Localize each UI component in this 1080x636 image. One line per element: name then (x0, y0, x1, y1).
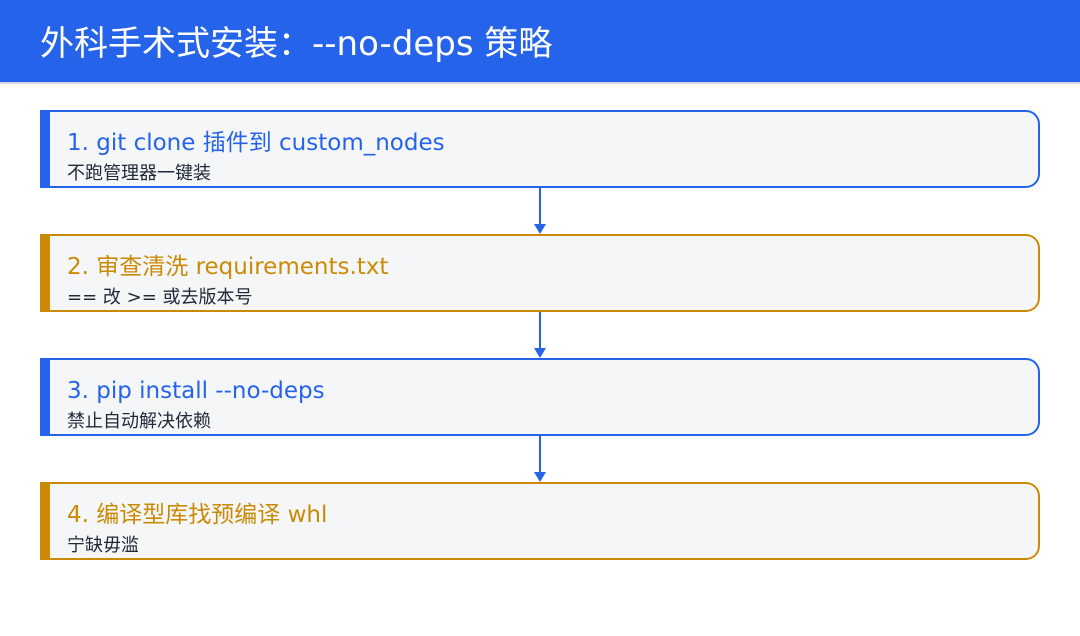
step-1-card: 1. git clone 插件到 custom_nodes 不跑管理器一键装 (40, 110, 1040, 188)
step-4-title: 4. 编译型库找预编译 whl (67, 502, 328, 528)
arrow-1-to-2 (534, 188, 546, 234)
step-1-subtitle: 不跑管理器一键装 (67, 163, 211, 184)
arrow-3-to-4 (534, 436, 546, 482)
arrow-2-to-3 (534, 312, 546, 358)
step-1-title: 1. git clone 插件到 custom_nodes (67, 130, 445, 156)
step-3-card: 3. pip install --no-deps 禁止自动解决依赖 (40, 358, 1040, 436)
step-2-title: 2. 审查清洗 requirements.txt (67, 254, 389, 280)
step-3-title: 3. pip install --no-deps (67, 378, 325, 404)
page-title: 外科手术式安装：--no-deps 策略 (40, 24, 553, 64)
step-4-card: 4. 编译型库找预编译 whl 宁缺毋滥 (40, 482, 1040, 560)
header-bar: 外科手术式安装：--no-deps 策略 (0, 0, 1080, 84)
step-2-subtitle: == 改 >= 或去版本号 (67, 287, 253, 308)
step-3-subtitle: 禁止自动解决依赖 (67, 411, 211, 432)
step-2-card: 2. 审查清洗 requirements.txt == 改 >= 或去版本号 (40, 234, 1040, 312)
step-4-subtitle: 宁缺毋滥 (67, 535, 139, 556)
